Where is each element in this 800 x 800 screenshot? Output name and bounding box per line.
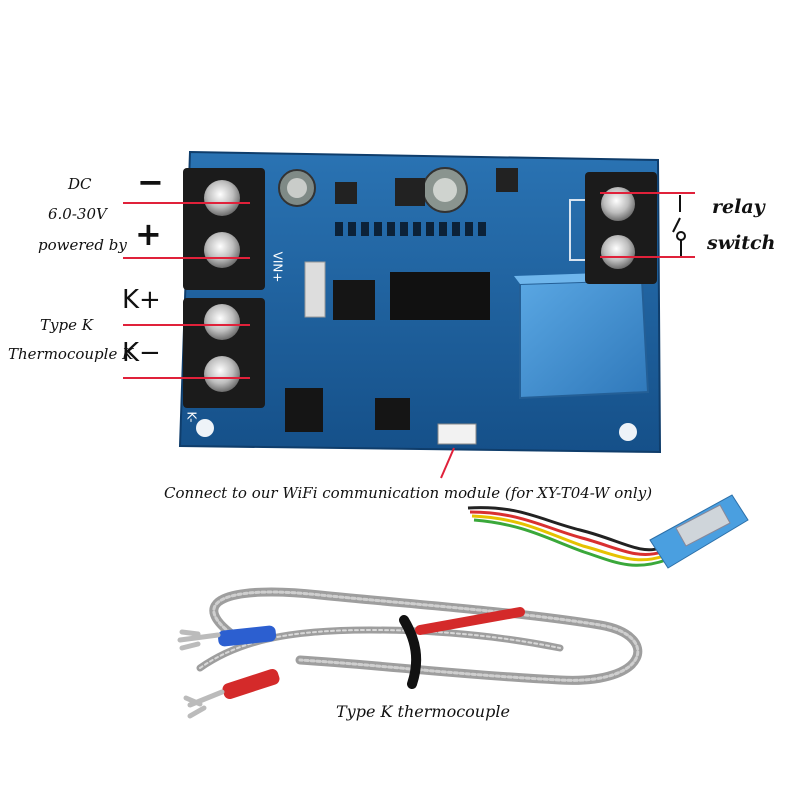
blue-lug (177, 625, 277, 651)
callout-lines (123, 192, 695, 479)
board-vin-label: VIN+ (270, 251, 285, 283)
red-lug (183, 668, 280, 719)
label-voltage: 6.0-30V (48, 205, 107, 223)
wifi-connector (437, 423, 477, 445)
label-dc: DC (68, 175, 92, 193)
right-terminal-blocks (585, 172, 657, 284)
label-relay: relay (712, 196, 765, 218)
thermocouple-cable (196, 587, 643, 689)
mcu-chip (390, 272, 490, 320)
plus-symbol: + (135, 215, 162, 253)
label-thermocouple-k: Thermocouple K (8, 345, 134, 363)
wifi-module (467, 494, 749, 569)
board-k-label: K- (184, 411, 199, 423)
label-sensor: Type K thermocouple (336, 702, 510, 721)
switch-symbol (672, 195, 686, 256)
kminus-symbol: K− (122, 338, 161, 368)
label-powered-by: powered by (38, 236, 127, 254)
label-type-k: Type K (40, 316, 93, 334)
minus-symbol: − (137, 163, 164, 201)
kplus-symbol: K+ (122, 285, 161, 315)
relay-component (514, 272, 650, 400)
label-switch: switch (707, 232, 776, 254)
label-wifi-note: Connect to our WiFi communication module… (164, 484, 653, 502)
